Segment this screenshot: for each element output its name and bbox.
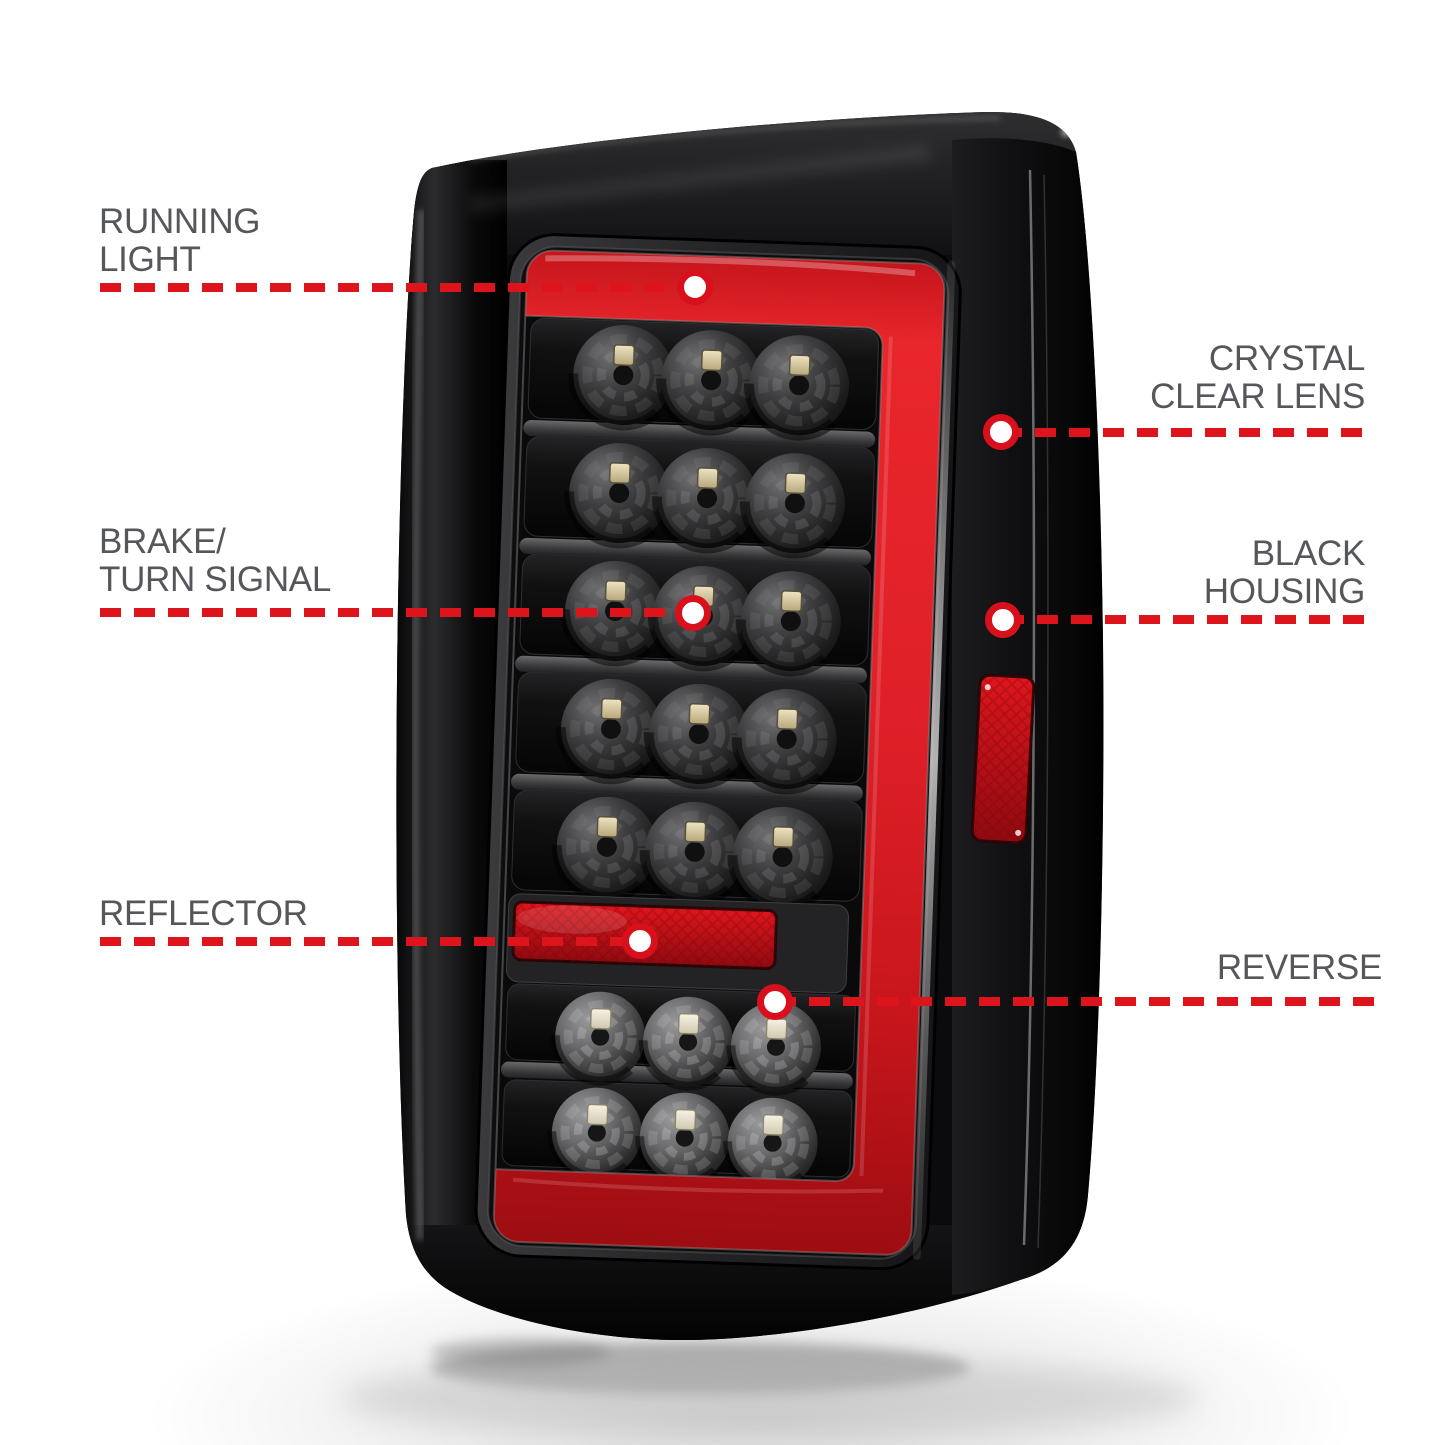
- label-reverse: REVERSE: [1217, 949, 1382, 987]
- label-line: LIGHT: [99, 240, 201, 279]
- label-crystal-clear-lens: CRYSTAL CLEAR LENS: [1150, 340, 1365, 416]
- callout-dot: [622, 923, 658, 959]
- label-line: REVERSE: [1216, 948, 1382, 987]
- label-brake-turn-signal: BRAKE/ TURN SIGNAL: [99, 523, 331, 599]
- callout-dot: [985, 602, 1021, 638]
- label-line: HOUSING: [1203, 572, 1366, 611]
- label-running-light: RUNNING LIGHT: [99, 202, 261, 279]
- led-grid: [495, 315, 884, 1189]
- label-line: RUNNING: [99, 202, 261, 241]
- label-black-housing: BLACK HOUSING: [1203, 534, 1366, 611]
- gloss-streak-diagonal: [468, 143, 932, 214]
- side-panel-highlight-2: [1037, 174, 1049, 1249]
- red-bar-gloss-side: [859, 336, 893, 1176]
- red-bar-gloss-bottom: [512, 1177, 884, 1194]
- label-line: BRAKE/: [99, 522, 226, 561]
- label-reflector: REFLECTOR: [99, 895, 308, 933]
- callout-line-crystal-clear-lens: [1001, 428, 1366, 437]
- label-line: REFLECTOR: [99, 894, 308, 933]
- floor-reflection: [340, 1338, 1200, 1438]
- callout-line-brake-turn-signal: [100, 608, 693, 617]
- label-line: BLACK: [1251, 534, 1366, 573]
- callout-line-reflector: [100, 937, 640, 946]
- callout-dot: [675, 595, 711, 631]
- gloss-streak-left: [411, 209, 425, 1241]
- side-reflector: [970, 673, 1036, 845]
- reverse-leds: [550, 990, 822, 1189]
- callout-dot: [677, 269, 713, 305]
- callout-dot: [983, 414, 1019, 450]
- label-line: CLEAR LENS: [1150, 377, 1365, 416]
- callout-line-black-housing: [1003, 615, 1366, 624]
- callout-line-reverse: [775, 997, 1380, 1006]
- chrome-trim: [912, 260, 956, 1260]
- red-bar-gloss-top: [545, 255, 916, 277]
- label-line: CRYSTAL: [1208, 339, 1365, 378]
- corner-highlight: [1061, 127, 1071, 137]
- label-line: TURN SIGNAL: [99, 560, 332, 599]
- gloss-streak-top: [469, 115, 1001, 163]
- running-light-bar: [492, 249, 946, 1256]
- lens-face: [474, 233, 962, 1271]
- callout-line-running-light: [100, 283, 695, 292]
- callout-dot: [757, 984, 793, 1020]
